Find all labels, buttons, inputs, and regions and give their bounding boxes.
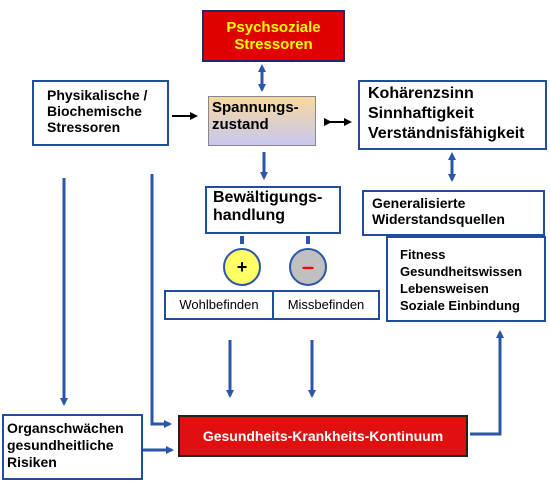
generalisierte-widerstandsquellen-box: Generalisierte Widerstandsquellen [362, 190, 545, 236]
wohlbefinden-box: Wohlbefinden [164, 290, 274, 320]
bewaeltigungshandlung-box: Bewältigungs- handlung [205, 186, 341, 234]
kohaerenzsinn-box: Kohärenzsinn Sinnhaftigkeit Verständnisf… [358, 80, 547, 150]
physikalische-stressoren-box: Physikalische / Biochemische Stressoren [32, 80, 169, 146]
plus-circle: + [223, 248, 261, 286]
ressourcen-list-box: Fitness Gesundheitswissen Lebensweisen S… [386, 236, 546, 322]
arrow-kontinuum-ressourcen [470, 330, 504, 436]
minus-connector [306, 236, 310, 244]
missbefinden-box: Missbefinden [272, 290, 380, 320]
plus-connector [240, 236, 244, 244]
organschwaechen-box: Organschwächen gesundheitliche Risiken [2, 414, 143, 480]
arrow-physikalisch-kontinuum [150, 174, 172, 428]
spannungszustand-box: Spannungs- zustand [208, 96, 316, 146]
minus-circle: – [289, 248, 327, 286]
gesundheits-krankheits-kontinuum-box: Gesundheits-Krankheits-Kontinuum [178, 415, 468, 457]
psychosoziale-stressoren-box: Psychsoziale Stressoren [202, 10, 345, 62]
